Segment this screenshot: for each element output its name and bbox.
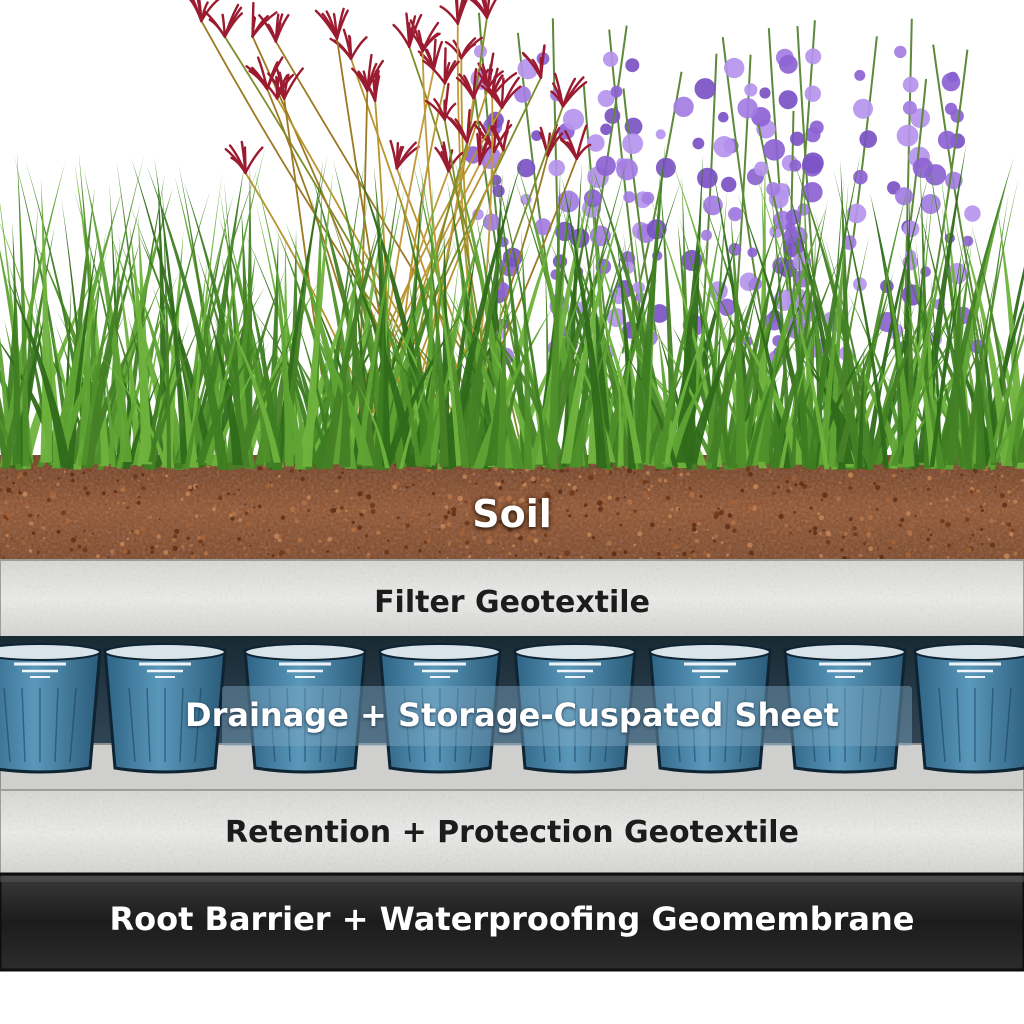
drainage-cup — [913, 643, 1024, 774]
filter-geotextile-layer — [0, 559, 1024, 639]
drainage-cup — [513, 643, 637, 774]
retention-geotextile-label: Retention + Protection Geotextile — [225, 815, 799, 850]
drainage-storage-layer — [0, 636, 1024, 793]
drainage-cup — [103, 643, 227, 774]
drainage-cup — [243, 643, 367, 774]
grass-blades — [0, 143, 1024, 470]
geomembrane-label: Root Barrier + Waterproofing Geomembrane — [109, 900, 915, 938]
drainage-cup — [378, 643, 502, 774]
filter-geotextile-label: Filter Geotextile — [374, 585, 650, 620]
retention-geotextile-layer — [0, 789, 1024, 877]
ornamental-grass — [189, 0, 592, 461]
drainage-sheet-label: Drainage + Storage-Cuspated Sheet — [185, 696, 839, 734]
soil-layer — [0, 455, 1024, 563]
drainage-cup — [783, 643, 907, 774]
geomembrane-layer — [0, 872, 1024, 972]
cuspated-cups — [0, 643, 1024, 774]
drainage-cup — [0, 643, 102, 774]
soil-label: Soil — [472, 492, 552, 536]
drainage-cup — [648, 643, 772, 774]
